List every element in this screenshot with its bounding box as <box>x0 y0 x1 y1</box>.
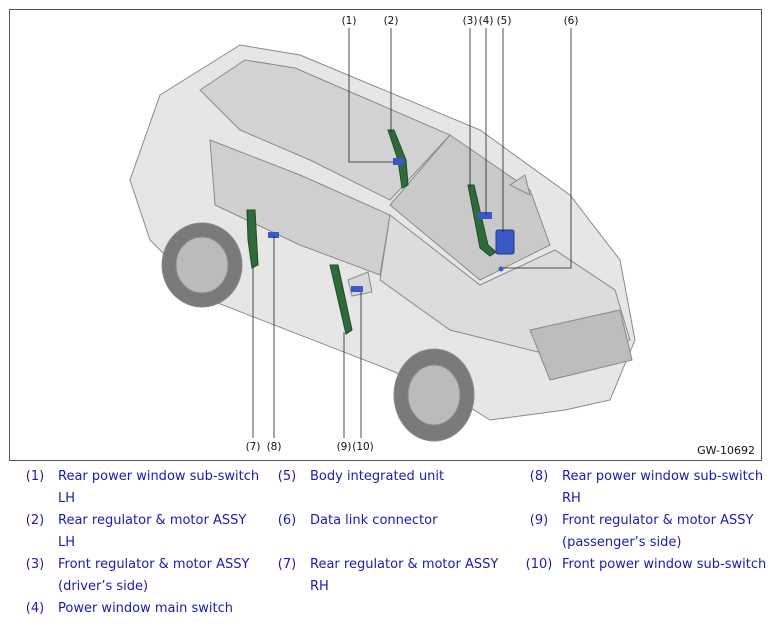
legend-num: (9) <box>529 513 549 528</box>
legend-text: Data link connector <box>310 513 438 528</box>
power-window-main-switch <box>478 212 492 219</box>
callout-5: (5) <box>497 15 512 27</box>
callout-10: (10) <box>352 441 374 453</box>
vehicle-diagram: (1) (2) (3) (4) (5) (6) (7) (8) (9) (10)… <box>9 9 762 461</box>
callout-6: (6) <box>564 15 579 27</box>
callout-1: (1) <box>342 15 357 27</box>
figure-id: GW-10692 <box>697 444 755 457</box>
legend-row: (1) Rear power window sub-switch LH (5) … <box>12 466 768 510</box>
car-illustration: (1) (2) (3) (4) (5) (6) (7) (8) (9) (10) <box>129 15 636 453</box>
legend-row: (3) Front regulator & motor ASSY (driver… <box>12 554 768 598</box>
legend-text: Rear regulator & motor ASSY LH <box>58 513 247 550</box>
legend-num: (8) <box>529 469 549 484</box>
callout-2: (2) <box>384 15 399 27</box>
callout-8: (8) <box>267 441 282 453</box>
front-power-window-sub-switch <box>351 286 363 292</box>
legend-num: (10) <box>525 557 553 572</box>
legend-num: (1) <box>25 469 45 484</box>
body-integrated-unit <box>495 229 515 255</box>
legend-text: Power window main switch <box>58 601 234 616</box>
legend-num: (7) <box>277 557 297 572</box>
callout-4: (4) <box>479 15 494 27</box>
legend-row: (4) Power window main switch <box>12 598 768 620</box>
legend-text: Rear regulator & motor ASSY RH <box>310 557 499 594</box>
rear-regulator-rh <box>246 209 259 269</box>
component-legend: (1) Rear power window sub-switch LH (5) … <box>12 466 768 620</box>
legend-text: Rear power window sub-switch RH <box>562 469 764 506</box>
legend-text: Front regulator & motor ASSY (driver’s s… <box>58 557 250 594</box>
legend-num: (3) <box>25 557 45 572</box>
legend-num: (4) <box>25 601 45 616</box>
callout-3: (3) <box>463 15 478 27</box>
front-regulator-passengers-side <box>329 264 353 335</box>
data-link-connector <box>498 266 504 272</box>
legend-row: (2) Rear regulator & motor ASSY LH (6) D… <box>12 510 768 554</box>
rear-power-window-sub-switch-lh <box>393 158 404 165</box>
leader-lines <box>252 28 572 438</box>
legend-text: Body integrated unit <box>310 469 445 484</box>
legend-text: Front power window sub-switch <box>562 557 767 572</box>
legend-num: (2) <box>25 513 45 528</box>
callout-7: (7) <box>246 441 261 453</box>
callout-9: (9) <box>337 441 352 453</box>
legend-num: (5) <box>277 469 297 484</box>
rear-power-window-sub-switch-rh <box>268 232 279 238</box>
legend-num: (6) <box>277 513 297 528</box>
car-body <box>129 44 636 442</box>
legend-text: Rear power window sub-switch LH <box>58 469 260 506</box>
legend-text: Front regulator & motor ASSY (passenger’… <box>562 513 754 550</box>
